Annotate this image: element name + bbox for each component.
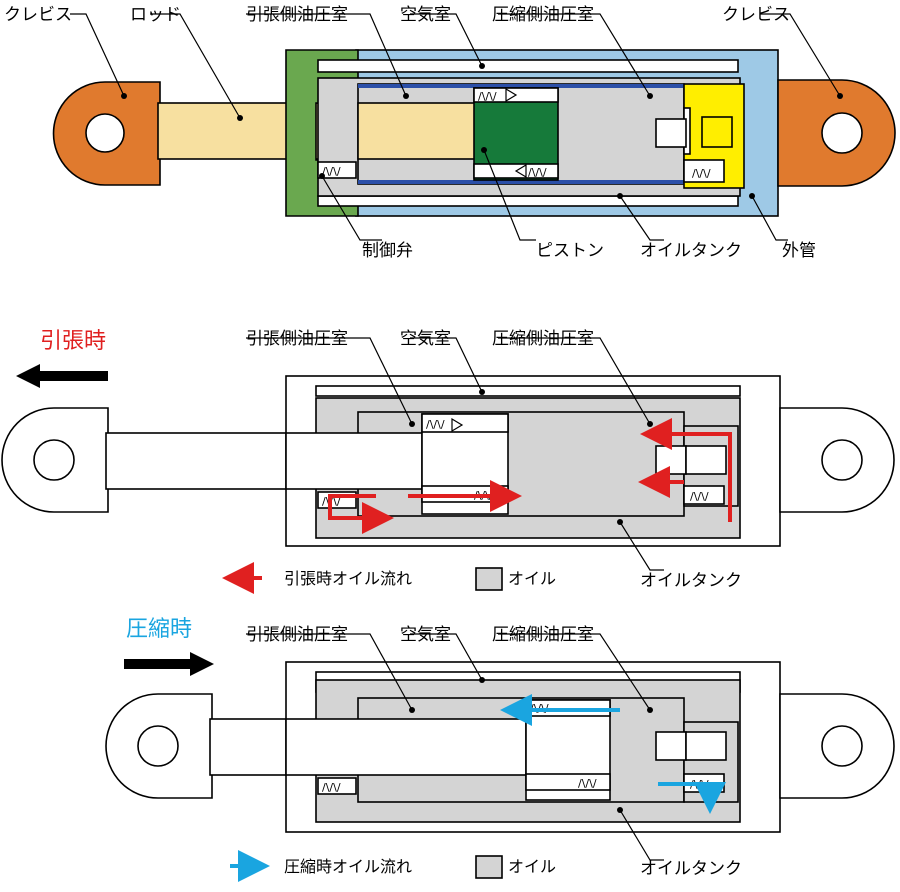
svg-text:/\/\/: /\/\/ [692, 167, 711, 180]
tension-mode-title: 引張時 [40, 329, 106, 354]
compression-legend-flow: 圧縮時オイル流れ [284, 857, 412, 876]
label-outer-tube: 外管 [782, 241, 816, 261]
left-clevis [52, 81, 161, 186]
label-air-chamber: 空気室 [400, 5, 451, 25]
top-leader-lines [70, 13, 841, 241]
tension-flow-arrows [328, 418, 732, 534]
svg-text:/\/\/: /\/\/ [528, 166, 547, 179]
tension-legend-flow: 引張時オイル流れ [284, 569, 412, 588]
direction-arrow-right-icon [124, 652, 214, 676]
svg-text:/\/\/: /\/\/ [322, 781, 341, 794]
control-valve [317, 161, 357, 179]
compression-label-compression-chamber: 圧縮側油圧室 [492, 625, 594, 645]
tension-legend-oil: オイル [508, 569, 556, 588]
tension-label-oil-tank: オイルタンク [640, 571, 742, 591]
label-clevis-left: クレビス [4, 5, 72, 25]
tension-diagram: 引張時 /\/\/ /\/\/ /\/\/ /\/\/ [1, 329, 895, 594]
label-rod: ロッド [130, 5, 181, 25]
svg-text:/\/\/: /\/\/ [426, 418, 445, 431]
label-compression-chamber: 圧縮側油圧室 [492, 5, 594, 25]
compression-flow-arrows [500, 694, 726, 814]
svg-text:/\/\/: /\/\/ [322, 165, 341, 178]
tension-label-air-chamber: 空気室 [400, 329, 451, 349]
compression-legend-oil: オイル [508, 857, 556, 876]
svg-text:/\/\/: /\/\/ [578, 777, 597, 790]
label-control-valve: 制御弁 [362, 241, 413, 261]
right-clevis [777, 79, 896, 187]
compression-legend-oil-swatch [475, 855, 503, 879]
label-tension-chamber: 引張側油圧室 [246, 5, 348, 25]
svg-text:/\/\/: /\/\/ [478, 90, 497, 103]
svg-text:/\/\/: /\/\/ [690, 490, 709, 503]
compression-diagram: 圧縮時 /\/\/ /\/\/ /\/\/ /\/\/ [105, 617, 895, 882]
label-clevis-right: クレビス [722, 5, 790, 25]
compression-label-tension-chamber: 引張側油圧室 [246, 625, 348, 645]
label-oil-tank: オイルタンク [640, 241, 742, 261]
direction-arrow-left-icon [16, 364, 108, 388]
tension-label-tension-chamber: 引張側油圧室 [246, 329, 348, 349]
compression-mode-title: 圧縮時 [126, 617, 192, 642]
tension-label-compression-chamber: 圧縮側油圧室 [492, 329, 594, 349]
compression-label-air-chamber: 空気室 [400, 625, 451, 645]
label-piston: ピストン [536, 241, 604, 261]
top-diagram: /\/\/ /\/\/ /\/\/ /\/\/ [4, 5, 896, 261]
compression-label-oil-tank: オイルタンク [640, 859, 742, 879]
tension-legend-oil-swatch [475, 567, 503, 591]
